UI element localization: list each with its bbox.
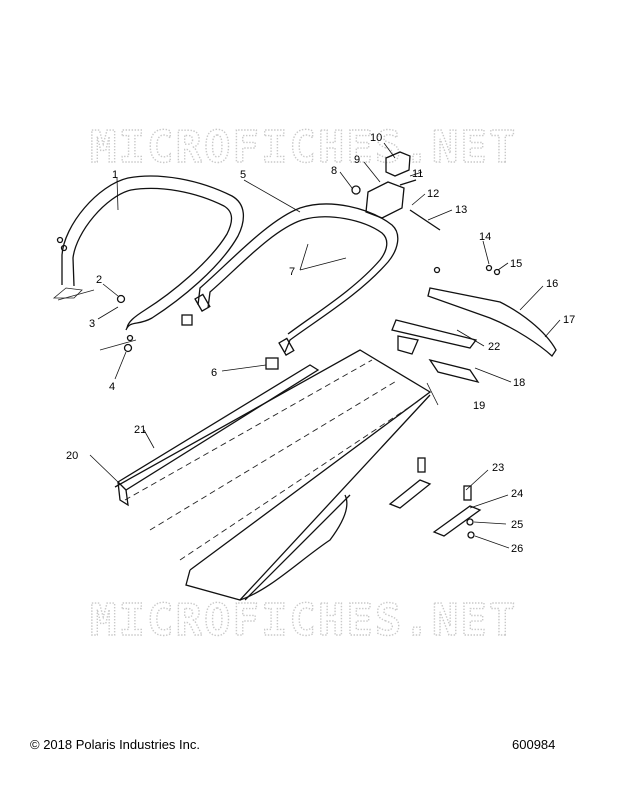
callout-7: 7: [289, 266, 295, 278]
callout-24: 24: [511, 488, 523, 500]
callout-1: 1: [112, 169, 118, 181]
part-5-rail-hoop: [194, 203, 399, 356]
part-6b-block: [181, 314, 193, 326]
hardware-2-3-4: [56, 236, 137, 353]
watermark-bottom: MICROFICHES.NET: [90, 595, 517, 646]
part-21-rail: [116, 364, 320, 507]
part-17-crossmember: [427, 264, 557, 357]
callout-3: 3: [89, 318, 95, 330]
callout-12: 12: [427, 188, 439, 200]
callout-numbers: 1 2 3 4 5 6 7 8 9 10 11 12 13 14 15 16 1…: [66, 132, 575, 555]
part-6-block: [265, 357, 279, 370]
figure-number: 600984: [512, 737, 556, 752]
callout-13: 13: [455, 204, 467, 216]
callout-19: 19: [473, 400, 485, 412]
callout-9: 9: [354, 154, 360, 166]
callout-2: 2: [96, 274, 102, 286]
callout-10: 10: [370, 132, 382, 144]
callout-8: 8: [331, 165, 337, 177]
parts-23-26: [388, 457, 482, 539]
callout-23: 23: [492, 462, 504, 474]
callout-26: 26: [511, 543, 523, 555]
tunnel-floor-panel: [114, 349, 432, 601]
callout-6: 6: [211, 367, 217, 379]
copyright-text: © 2018 Polaris Industries Inc.: [30, 737, 200, 752]
callout-15: 15: [510, 258, 522, 270]
callout-20: 20: [66, 450, 78, 462]
callout-21: 21: [134, 424, 146, 436]
leader-lines: [89, 142, 561, 549]
callout-22: 22: [488, 341, 500, 353]
bracket-cluster-9-13: [351, 151, 441, 231]
callout-17: 17: [563, 314, 575, 326]
callout-14: 14: [479, 231, 491, 243]
callout-11: 11: [412, 168, 423, 180]
callout-18: 18: [513, 377, 525, 389]
callout-5: 5: [240, 169, 246, 181]
watermark-top: MICROFICHES.NET: [90, 122, 517, 173]
callout-16: 16: [546, 278, 558, 290]
part-1-rail-hoop: [52, 175, 244, 331]
callout-25: 25: [511, 519, 523, 531]
callout-4: 4: [109, 381, 115, 393]
part-18-22-bracket: [391, 319, 480, 384]
